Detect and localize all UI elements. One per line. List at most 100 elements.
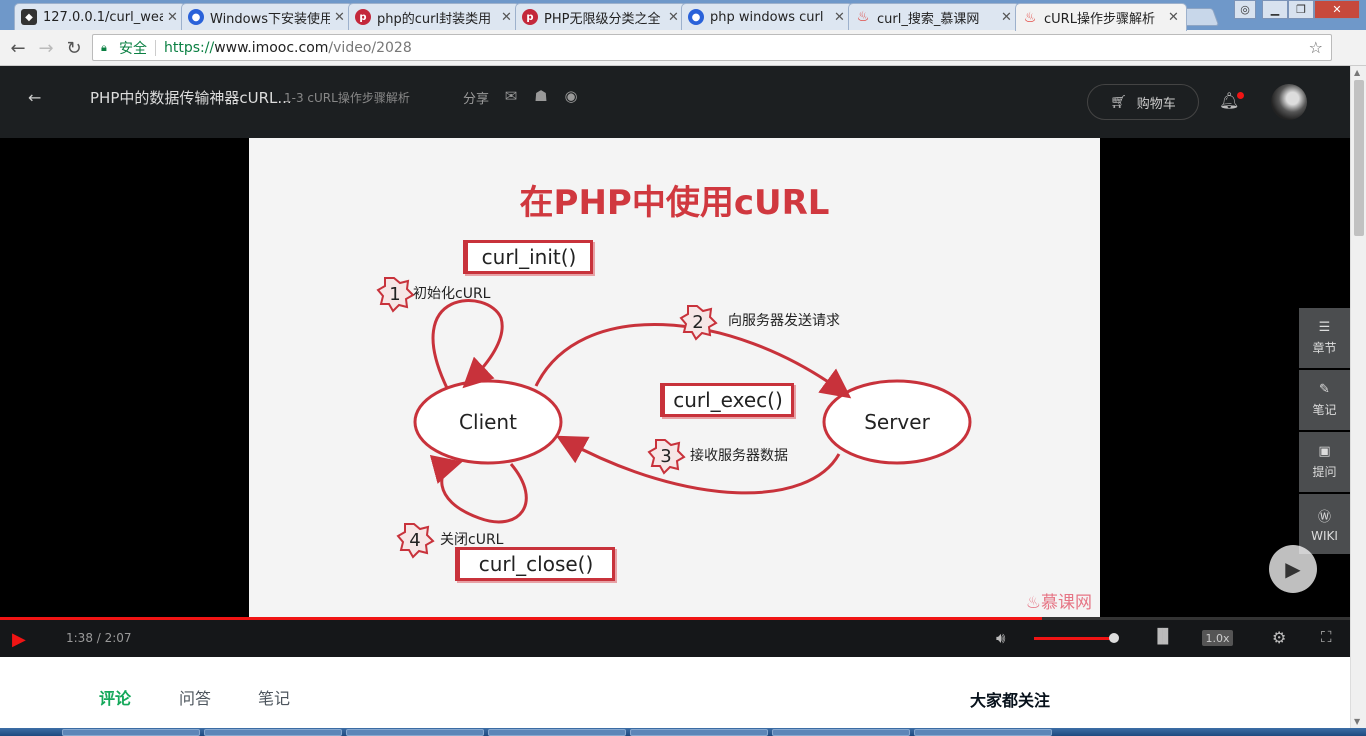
imooc-flame-icon: ♨ — [856, 9, 870, 25]
volume-fill — [1034, 637, 1114, 640]
side-panel: ☰ 章节 ✎ 笔记 ▣ 提问 Ⓦ WIKI — [1299, 308, 1350, 556]
taskbar-item[interactable] — [62, 729, 200, 736]
imooc-watermark: ♨慕课网 — [1026, 588, 1092, 613]
notification-bell-icon[interactable]: 🔔︎ — [1219, 91, 1240, 110]
taskbar-item[interactable] — [204, 729, 342, 736]
browser-tab[interactable]: ◆ 127.0.0.1/curl_wea ✕ — [14, 3, 186, 30]
content-tabs-area: 评论 问答 笔记 大家都关注 — [0, 657, 1350, 728]
tab-title: cURL操作步骤解析 — [1044, 12, 1155, 27]
gear-icon[interactable]: ⚙ — [1272, 628, 1287, 647]
back-arrow-icon[interactable]: ← — [28, 88, 42, 107]
ask-button[interactable]: ▣ 提问 — [1299, 432, 1350, 492]
close-icon[interactable]: ✕ — [167, 9, 178, 25]
curl-exec-box: curl_exec() — [660, 383, 794, 417]
scroll-thumb[interactable] — [1354, 80, 1364, 236]
tab-qa[interactable]: 问答 — [179, 689, 212, 708]
step-number: 4 — [409, 529, 421, 551]
close-icon[interactable]: ✕ — [668, 9, 679, 25]
server-node-shape — [822, 379, 972, 465]
volume-knob[interactable] — [1109, 633, 1119, 643]
imooc-flame-icon: ♨ — [1025, 593, 1041, 613]
chapters-button[interactable]: ☰ 章节 — [1299, 308, 1350, 368]
volume-slider[interactable] — [1034, 633, 1119, 643]
taskbar-item[interactable] — [346, 729, 484, 736]
close-icon[interactable]: ✕ — [334, 9, 345, 25]
wechat-icon[interactable]: ✉ — [504, 87, 518, 105]
menu-lines-icon: ☰ — [1318, 320, 1331, 335]
close-icon[interactable]: ✕ — [1168, 10, 1179, 25]
step-label: 关闭cURL — [440, 532, 504, 548]
taskbar-item[interactable] — [630, 729, 768, 736]
close-icon[interactable]: ✕ — [1001, 9, 1012, 25]
course-title[interactable]: PHP中的数据传输神器cURL... — [90, 89, 292, 107]
minimize-icon[interactable]: ▁ — [1262, 0, 1288, 19]
back-icon[interactable]: ← — [10, 37, 26, 59]
course-header: ← PHP中的数据传输神器cURL... 1-3 cURL操作步骤解析 分享 ✉… — [0, 66, 1350, 138]
curl-flow-diagram — [376, 277, 972, 559]
volume-icon[interactable]: 🔊︎ — [996, 629, 1006, 647]
security-label: 安全 — [119, 40, 147, 57]
browser-tab[interactable]: ♨ curl_搜索_慕课网 ✕ — [848, 3, 1020, 30]
play-icon[interactable]: ▶ — [12, 629, 26, 650]
page-scrollbar[interactable]: ▲ ▼ — [1350, 66, 1366, 728]
browser-toolbar: ← → ↻ 🔒︎ 安全 https://www.imooc.com/video/… — [0, 30, 1366, 85]
server-label: Server — [864, 410, 930, 434]
scroll-down-icon[interactable]: ▼ — [1354, 717, 1361, 726]
tab-comments[interactable]: 评论 — [99, 689, 132, 708]
slide-title: 在PHP中使用cURL — [519, 183, 830, 223]
notes-button[interactable]: ✎ 笔记 — [1299, 370, 1350, 430]
response-arrow — [556, 435, 841, 495]
tab-title: curl_搜索_慕课网 — [877, 11, 980, 27]
browser-tab[interactable]: p PHP无限级分类之全 ✕ — [515, 3, 687, 30]
wiki-button[interactable]: Ⓦ WIKI — [1299, 494, 1350, 554]
speed-button[interactable]: 1.0x — [1202, 630, 1233, 646]
avatar[interactable] — [1271, 84, 1307, 120]
bookmark-star-icon[interactable]: ☆ — [1308, 38, 1323, 57]
step-star — [376, 277, 415, 313]
big-play-button[interactable]: ▶ — [1269, 545, 1317, 593]
step-number: 1 — [389, 283, 401, 305]
restore-icon[interactable]: ❐ — [1288, 0, 1314, 19]
close-icon[interactable]: ✕ — [834, 9, 845, 25]
curl-init-box: curl_init() — [463, 240, 593, 274]
tab-title: PHP无限级分类之全 — [544, 11, 661, 27]
cart-icon: 🛒︎ — [1110, 94, 1127, 110]
cart-button[interactable]: 🛒︎ 购物车 — [1087, 84, 1199, 120]
fullscreen-icon[interactable]: ⛶ — [1321, 628, 1332, 646]
close-icon[interactable]: ✕ — [501, 9, 512, 25]
notification-dot — [1237, 92, 1244, 99]
step-label: 向服务器发送请求 — [728, 313, 840, 329]
side-btn-label: WIKI — [1311, 528, 1338, 543]
tab-title: php的curl封装类用 — [377, 11, 492, 27]
tab-notes[interactable]: 笔记 — [258, 689, 291, 708]
tab-title: php windows curl — [710, 9, 824, 25]
qq-icon[interactable]: ☗ — [534, 87, 548, 105]
taskbar-item[interactable] — [772, 729, 910, 736]
taskbar-item[interactable] — [488, 729, 626, 736]
baidu-paw-icon: ● — [188, 9, 204, 25]
browser-tab[interactable]: ● php windows curl ✕ — [681, 3, 853, 30]
step-star — [396, 523, 435, 559]
scroll-up-icon[interactable]: ▲ — [1354, 68, 1361, 77]
browser-tab[interactable]: p php的curl封装类用 ✕ — [348, 3, 520, 30]
forward-icon[interactable]: → — [38, 37, 54, 59]
step-label: 接收服务器数据 — [690, 448, 788, 464]
quality-bars-icon[interactable]: ▐▌ — [1152, 629, 1174, 645]
video-player[interactable]: 在PHP中使用cURL curl_init() curl_exec() curl… — [0, 138, 1350, 657]
browser-tab[interactable]: ● Windows下安装使用 ✕ — [181, 3, 353, 30]
lock-icon: 🔒︎ — [101, 40, 107, 54]
weibo-icon[interactable]: ◉ — [564, 87, 578, 105]
step-star — [647, 439, 686, 475]
progress-bar[interactable] — [0, 617, 1350, 620]
reload-icon[interactable]: ↻ — [66, 37, 82, 59]
user-icon[interactable]: ◎ — [1234, 0, 1256, 19]
tab-title: Windows下安装使用 — [210, 11, 330, 27]
url-scheme: https:// — [164, 39, 215, 56]
browser-tab-active[interactable]: ♨ cURL操作步骤解析 ✕ — [1015, 3, 1187, 31]
address-bar[interactable]: 🔒︎ 安全 https://www.imooc.com/video/2028 ☆ — [92, 34, 1332, 61]
wiki-icon: Ⓦ — [1317, 509, 1331, 525]
taskbar-item[interactable] — [914, 729, 1052, 736]
close-loop-arrow — [429, 454, 528, 524]
window-close-icon[interactable]: ✕ — [1314, 0, 1360, 19]
init-loop-arrow — [431, 299, 504, 389]
